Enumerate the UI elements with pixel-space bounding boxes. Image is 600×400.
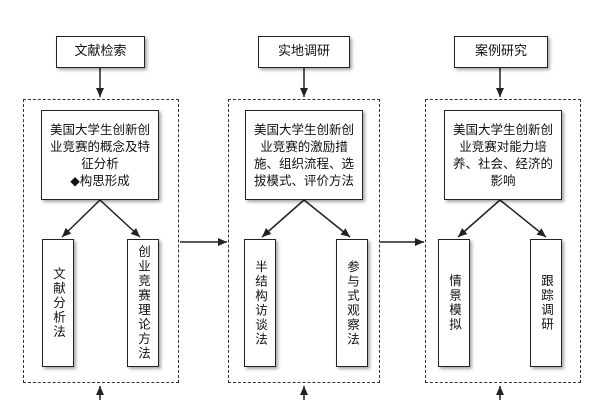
method-label-3a: 情景模拟	[447, 274, 462, 332]
method-label-1b: 创业竞赛理论方法	[136, 245, 151, 361]
stage-summary-box-3: 美国大学生创新创 业竞赛对能力培 养、社会、经济的 影响	[444, 110, 562, 200]
stage-summary-box-1: 美国大学生创新创 业竞赛的概念及特 征分析 ◆构思形成	[41, 110, 159, 200]
stage-summary-2: 美国大学生创新创 业竞赛的激励措 施、组织流程、选 拔模式、评价方法	[254, 122, 355, 188]
stage-title-3: 案例研究	[474, 44, 527, 59]
method-label-2a: 半结构访谈法	[253, 259, 268, 347]
method-label-3b: 跟踪调研	[539, 274, 554, 332]
stage-container-2	[228, 99, 380, 383]
stage-title-2: 实地调研	[277, 44, 330, 59]
stage-summary-1: 美国大学生创新创 业竞赛的概念及特 征分析 ◆构思形成	[50, 122, 151, 188]
arrow-summary-to-method-2b	[303, 199, 351, 238]
stage-summary-box-2: 美国大学生创新创 业竞赛的激励措 施、组织流程、选 拔模式、评价方法	[245, 110, 363, 200]
method-label-1a: 文献分析法	[51, 266, 66, 340]
arrow-summary-to-method-1b	[99, 199, 141, 238]
method-box-3a: 情景模拟	[438, 239, 470, 367]
arrow-summary-to-method-3a	[457, 199, 501, 238]
method-box-1a: 文献分析法	[42, 239, 74, 367]
method-box-2b: 参与式观察法	[336, 239, 368, 367]
stage-title-box-2: 实地调研	[258, 36, 350, 68]
method-box-2a: 半结构访谈法	[244, 239, 276, 367]
method-box-1b: 创业竞赛理论方法	[127, 239, 159, 367]
arrow-summary-to-method-3b	[499, 199, 547, 238]
stage-title-box-3: 案例研究	[454, 36, 548, 68]
method-box-3b: 跟踪调研	[530, 239, 562, 367]
stage-title-box-1: 文献检索	[56, 36, 145, 68]
method-label-2b: 参与式观察法	[345, 259, 360, 347]
stage-container-3	[425, 99, 581, 383]
stage-container-1	[23, 99, 179, 383]
arrow-summary-to-method-2a	[261, 199, 305, 238]
stage-summary-3: 美国大学生创新创 业竞赛对能力培 养、社会、经济的 影响	[453, 122, 554, 188]
stage-title-1: 文献检索	[74, 44, 127, 59]
arrow-summary-to-method-1a	[61, 199, 101, 238]
